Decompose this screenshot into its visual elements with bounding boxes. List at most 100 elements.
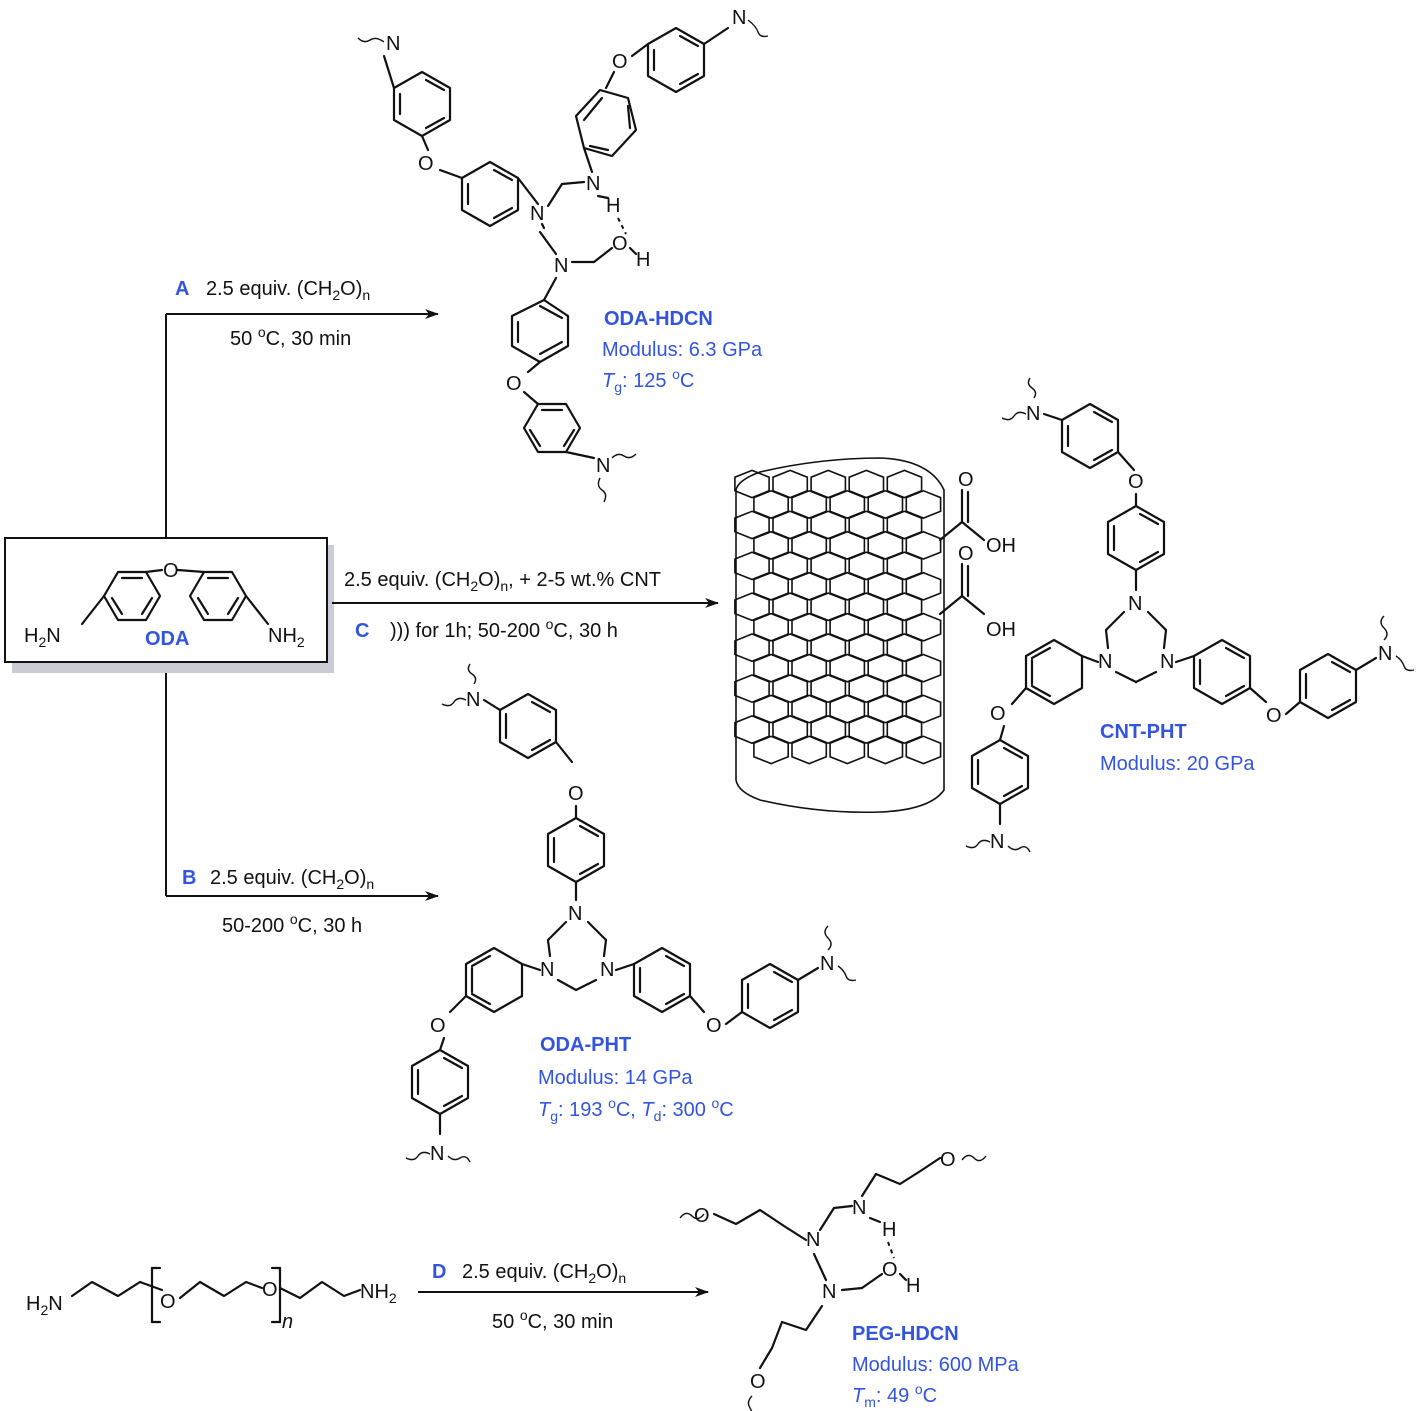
cnt-hexagon bbox=[734, 715, 770, 745]
cnt-hexagon bbox=[829, 612, 866, 642]
cnt-hexagon bbox=[753, 694, 790, 724]
cnt-hexagon bbox=[886, 510, 923, 540]
cnt-carbonyl-o2: O bbox=[958, 543, 974, 565]
cnt-hexagon bbox=[791, 735, 828, 765]
cnt-hexagon bbox=[753, 653, 790, 683]
peg-hdcn-name: PEG-HDCN bbox=[852, 1323, 959, 1345]
oda-box bbox=[4, 537, 328, 663]
peg-left-amine: H2N bbox=[26, 1293, 63, 1318]
oda-hdcn-n4: N bbox=[554, 255, 568, 277]
peg-ether-o1: O bbox=[160, 1291, 176, 1313]
cnt-lattice bbox=[734, 469, 942, 765]
cnt-hexagon bbox=[772, 674, 809, 704]
cnt-acid-oh1: OH bbox=[986, 535, 1016, 557]
conditions-d: D 2.5 equiv. (CH2O)n 50 oC, 30 min bbox=[432, 1261, 626, 1333]
cnt-hexagon bbox=[734, 469, 770, 499]
cnt-hexagon bbox=[753, 571, 790, 601]
cnt-carbonyl-o1: O bbox=[958, 469, 974, 491]
peg-hdcn-n1: N bbox=[806, 1229, 820, 1251]
cnt-hexagon bbox=[867, 612, 904, 642]
reagent-d: 2.5 equiv. (CH2O)n bbox=[462, 1261, 626, 1286]
cnt-hexagon bbox=[867, 571, 904, 601]
cnt-hexagon bbox=[772, 510, 809, 540]
cnt-hexagon bbox=[772, 469, 809, 499]
cnt-hexagon bbox=[791, 612, 828, 642]
cnt-hexagon bbox=[810, 469, 847, 499]
cnt-hexagon bbox=[791, 530, 828, 560]
cnt-hexagon bbox=[810, 551, 847, 581]
cnt-hexagon bbox=[753, 489, 790, 519]
oda-hdcn-n3: N bbox=[586, 173, 600, 195]
cnt-acid-oh2: OH bbox=[986, 619, 1016, 641]
cnt-hexagon bbox=[791, 571, 828, 601]
peg-hdcn-h2: H bbox=[906, 1275, 920, 1297]
peg-right-amine: NH2 bbox=[360, 1281, 397, 1306]
conditions-a-text: 50 oC, 30 min bbox=[230, 324, 351, 350]
peg-hdcn-h1: H bbox=[882, 1219, 896, 1241]
oda-label: ODA bbox=[145, 628, 189, 650]
cnt-pht-n1: N bbox=[1128, 593, 1142, 615]
cnt-hexagon bbox=[905, 735, 942, 765]
peg-hdcn-o2: O bbox=[940, 1149, 956, 1171]
cnt-hexagon bbox=[905, 694, 942, 724]
oda-pht-n-top: N bbox=[466, 689, 480, 711]
oda-hdcn-structure: N O N N H O H N O bbox=[357, 7, 769, 503]
peg-hdcn-o1: O bbox=[694, 1205, 710, 1227]
cnt-hexagon bbox=[810, 592, 847, 622]
cnt-hexagon bbox=[829, 489, 866, 519]
oda-hdcn-o3: O bbox=[612, 51, 628, 73]
cnt-hexagon bbox=[753, 735, 790, 765]
cnt-hexagon bbox=[848, 551, 885, 581]
peg-hdcn-n3: N bbox=[822, 1281, 836, 1303]
cnt-pht-n3: N bbox=[1160, 651, 1174, 673]
cnt-hexagon bbox=[886, 551, 923, 581]
oda-hdcn-n1: N bbox=[386, 33, 400, 55]
cnt-hexagon bbox=[886, 592, 923, 622]
cnt-hexagon bbox=[753, 530, 790, 560]
oda-structure: O H2N NH2 bbox=[24, 560, 305, 650]
cnt-pht-n-bottom: N bbox=[990, 831, 1004, 853]
cnt-hexagon bbox=[791, 489, 828, 519]
oda-pht-n2: N bbox=[540, 959, 554, 981]
cnt-pht-o1: O bbox=[1128, 471, 1144, 493]
oda-hdcn-o4: O bbox=[506, 373, 522, 395]
cnt-pht-o3: O bbox=[1266, 705, 1282, 727]
cnt-hexagon bbox=[829, 653, 866, 683]
cnt-hexagon bbox=[810, 633, 847, 663]
cnt-hexagon bbox=[734, 592, 770, 622]
cnt-hexagon bbox=[905, 653, 942, 683]
oda-pht-n-bottom: N bbox=[430, 1143, 444, 1165]
cnt-pht-structure: N O N N N O N bbox=[965, 377, 1415, 853]
cnt-hexagon bbox=[772, 592, 809, 622]
oda-hdcn-tg: Tg: 125 oC bbox=[602, 366, 694, 395]
cnt-hexagon bbox=[772, 551, 809, 581]
oda-left-amine: H2N bbox=[24, 625, 61, 650]
oda-pht-modulus: Modulus: 14 GPa bbox=[538, 1067, 693, 1089]
cnt-hexagon bbox=[772, 633, 809, 663]
peg-diamine-structure: H2N O O n NH2 bbox=[26, 1266, 397, 1333]
cnt-hexagon bbox=[886, 633, 923, 663]
cnt-hexagon bbox=[886, 715, 923, 745]
cnt-hexagon bbox=[829, 571, 866, 601]
cnt-pht-o2: O bbox=[990, 703, 1006, 725]
conditions-c-text: ))) for 1h; 50-200 oC, 30 h bbox=[390, 616, 618, 642]
oda-pht-n-right: N bbox=[820, 953, 834, 975]
cnt-pht-modulus: Modulus: 20 GPa bbox=[1100, 753, 1255, 775]
cnt-hexagon bbox=[791, 653, 828, 683]
oda-pht-name: ODA-PHT bbox=[540, 1034, 631, 1056]
cnt-hexagon bbox=[848, 469, 885, 499]
oda-hdcn-o2: O bbox=[612, 233, 628, 255]
cnt-hexagon bbox=[734, 510, 770, 540]
cnt-hexagon bbox=[791, 694, 828, 724]
cnt-hexagon bbox=[848, 592, 885, 622]
oda-hdcn-o1: O bbox=[418, 153, 434, 175]
cnt-hexagon bbox=[867, 530, 904, 560]
cnt-hexagon bbox=[905, 489, 942, 519]
oda-hdcn-labels: ODA-HDCN Modulus: 6.3 GPa Tg: 125 oC bbox=[602, 308, 763, 395]
cnt-hexagon bbox=[867, 489, 904, 519]
peg-repeat-n: n bbox=[282, 1311, 293, 1333]
cnt-hexagon bbox=[848, 715, 885, 745]
conditions-a: A 2.5 equiv. (CH2O)n 50 oC, 30 min bbox=[175, 278, 370, 350]
cnt-hexagon bbox=[848, 510, 885, 540]
oda-pht-n1: N bbox=[568, 903, 582, 925]
